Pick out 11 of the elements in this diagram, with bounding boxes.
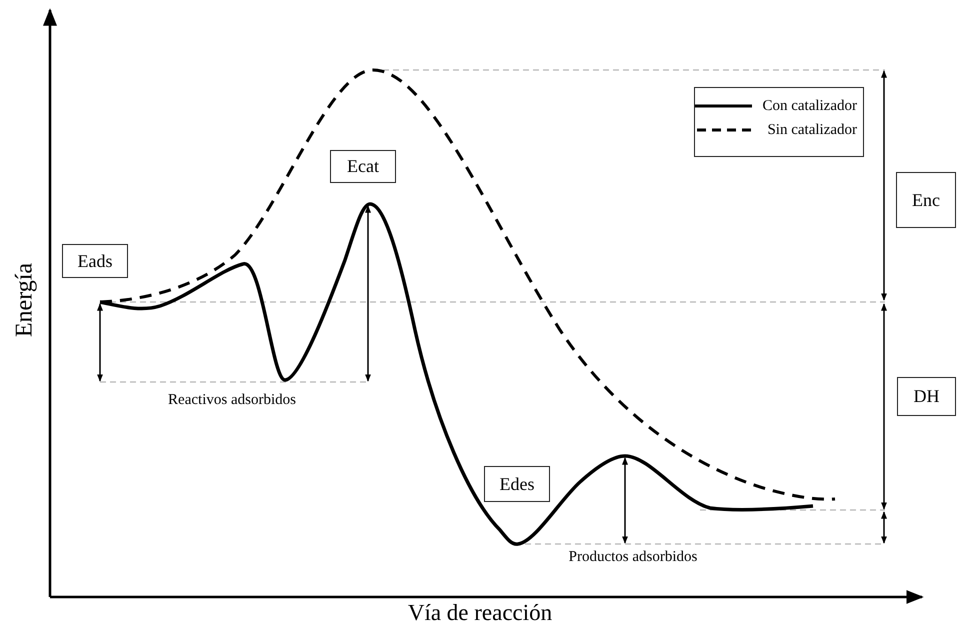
label-box: Enc bbox=[896, 172, 956, 228]
legend-text: Con catalizador bbox=[762, 98, 857, 114]
axis-label: Vía de reacción bbox=[408, 600, 552, 626]
label-box: Ecat bbox=[330, 150, 396, 183]
label-box: DH bbox=[897, 377, 956, 416]
annotation-text: Reactivos adsorbidos bbox=[168, 392, 296, 409]
legend-text: Sin catalizador bbox=[767, 122, 857, 138]
annotation-text: Productos adsorbidos bbox=[568, 549, 698, 566]
label-box: Eads bbox=[62, 244, 128, 278]
axis-label: Energía bbox=[12, 262, 38, 338]
label-box: Edes bbox=[484, 466, 550, 502]
